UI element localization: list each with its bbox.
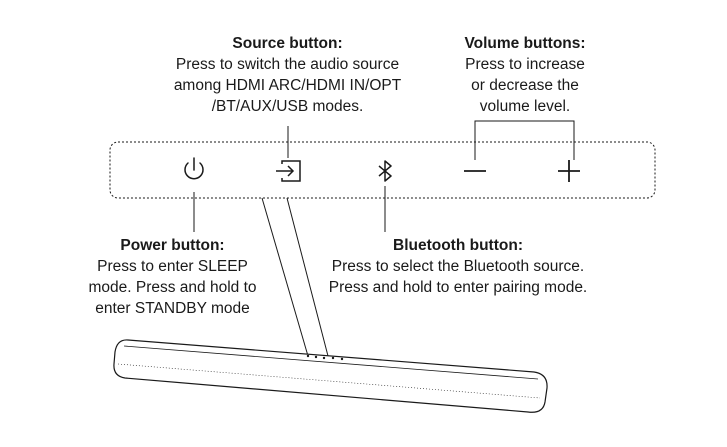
power-button-callout: Power button: Press to enter SLEEP mode.… xyxy=(60,235,285,319)
volume-bracket-line xyxy=(474,120,575,160)
volume-buttons-title: Volume buttons: xyxy=(464,35,586,52)
volume-buttons-desc-line-2: or decrease the xyxy=(471,77,579,94)
bluetooth-button-desc-line-2: Press and hold to enter pairing mode. xyxy=(328,279,588,296)
source-button-desc-line-1: Press to switch the audio source xyxy=(175,56,400,73)
volume-up-icon xyxy=(558,160,580,182)
soundbar-button-dots xyxy=(306,354,344,361)
volume-buttons-callout: Volume buttons: Press to increase or dec… xyxy=(440,33,610,117)
soundbar-device xyxy=(113,339,548,413)
volume-buttons-desc-line-1: Press to increase xyxy=(465,56,585,73)
source-button-desc-line-2: among HDMI ARC/HDMI IN/OPT xyxy=(173,77,402,94)
bluetooth-button-title: Bluetooth button: xyxy=(393,237,523,254)
source-button-desc-line-3: /BT/AUX/USB modes. xyxy=(211,98,364,115)
bluetooth-icon xyxy=(378,160,392,182)
zoom-line-left xyxy=(261,197,309,357)
power-button-title: Power button: xyxy=(120,237,225,254)
power-icon xyxy=(184,157,204,180)
source-button-callout: Source button: Press to switch the audio… xyxy=(145,33,430,117)
bluetooth-button-desc-line-1: Press to select the Bluetooth source. xyxy=(331,258,585,275)
source-input-icon xyxy=(276,160,301,182)
source-button-title: Source button: xyxy=(232,35,343,52)
power-button-desc-line-2: mode. Press and hold to xyxy=(88,279,257,296)
zoom-line-right xyxy=(286,197,329,357)
bluetooth-button-callout: Bluetooth button: Press to select the Bl… xyxy=(303,235,613,298)
power-button-desc-line-3: enter STANDBY mode xyxy=(95,300,250,317)
volume-buttons-desc-line-3: volume level. xyxy=(479,98,571,115)
power-button-desc-line-1: Press to enter SLEEP xyxy=(97,258,248,275)
control-panel-outline xyxy=(109,141,656,199)
